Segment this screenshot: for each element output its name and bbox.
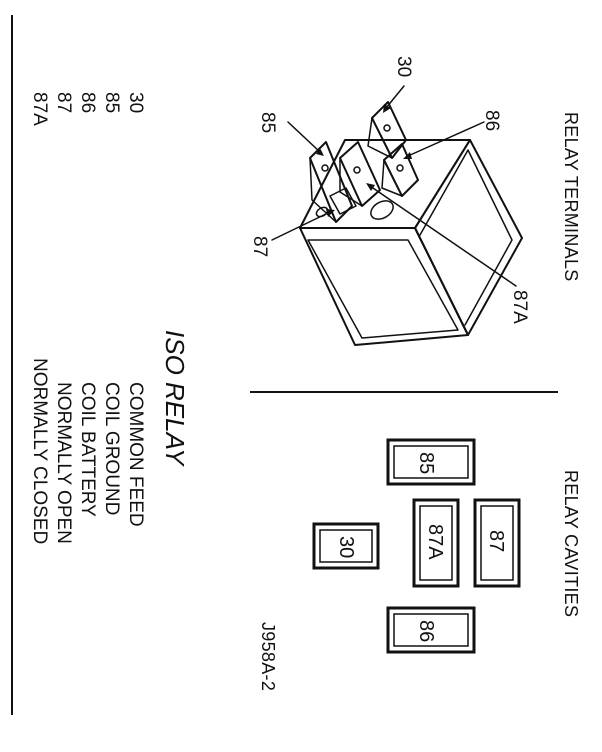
arrowhead-86 <box>403 152 412 159</box>
callout-leaders <box>271 85 517 287</box>
cavity-30-label: 30 <box>335 536 357 558</box>
legend-function-85: COIL GROUND <box>101 382 122 515</box>
cavity-85-label: 85 <box>415 452 437 474</box>
terminal-30-fold <box>367 117 393 159</box>
terminal-87a-blade <box>339 141 381 207</box>
arrowhead-87a <box>366 183 375 191</box>
cavity-87-inner <box>480 505 514 581</box>
terminal-86-fold <box>381 159 403 197</box>
terminal-85-hole <box>321 164 329 172</box>
legend-title: ISO RELAY <box>160 330 190 467</box>
arrowhead-85 <box>316 148 324 156</box>
cavity-86 <box>386 606 476 654</box>
leader-85 <box>287 121 321 153</box>
cavity-87a-label: 87A <box>424 524 446 560</box>
terminal-86-blade <box>383 143 419 197</box>
cavity-30-inner <box>319 529 373 563</box>
legend-terminal-85: 85 <box>101 92 122 113</box>
leader-87 <box>271 211 331 241</box>
terminal-85-blade <box>309 141 353 223</box>
cavity-85-inner <box>393 445 469 479</box>
legend-function-87: NORMALLY OPEN <box>53 382 74 544</box>
relay-cavities-heading: RELAY CAVITIES <box>561 470 581 617</box>
terminal-30-hole <box>383 124 391 132</box>
cavity-87-label: 87 <box>485 530 507 552</box>
figure-id: J958A-2 <box>258 622 278 691</box>
callout-30: 30 <box>393 56 414 77</box>
legend-terminal-30: 30 <box>125 92 146 113</box>
legend-terminal-column: 30 85 86 87 87A <box>29 92 146 126</box>
relay-body <box>299 101 523 346</box>
terminal-30-blade <box>371 101 407 159</box>
cavity-85 <box>386 438 476 486</box>
legend-terminal-86: 86 <box>77 92 98 113</box>
relay-cavities: 85 87 87A 30 86 <box>312 438 521 654</box>
legend-function-column: COMMON FEED COIL GROUND COIL BATTERY NOR… <box>29 358 146 544</box>
legend-terminal-87: 87 <box>53 92 74 113</box>
terminal-87a-hole <box>353 166 361 174</box>
callout-86: 86 <box>481 110 502 131</box>
cavity-30 <box>312 522 380 570</box>
callout-85: 85 <box>257 112 278 133</box>
relay-front-face <box>299 227 469 346</box>
terminal-87a-fold <box>339 157 363 207</box>
cavity-87a-inner <box>419 505 453 581</box>
legend-function-87a: NORMALLY CLOSED <box>29 358 50 544</box>
cavity-86-inner <box>393 613 469 647</box>
relay-terminals-heading: RELAY TERMINALS <box>561 112 581 282</box>
relay-front-bevel <box>307 239 459 339</box>
leader-86 <box>407 121 485 157</box>
relay-side-bevel <box>419 149 513 326</box>
legend-function-86: COIL BATTERY <box>77 382 98 517</box>
arrowhead-30 <box>383 104 391 113</box>
cavity-87 <box>473 498 521 588</box>
cavity-87a <box>412 498 460 588</box>
leader-30 <box>385 85 405 109</box>
terminal-hole <box>370 200 394 220</box>
terminal-86-hole <box>396 164 404 172</box>
legend-function-30: COMMON FEED <box>125 382 146 527</box>
legend-terminal-87a: 87A <box>29 92 50 126</box>
relay-side-face <box>414 139 523 336</box>
terminal-87-stub <box>329 187 357 215</box>
callout-87a: 87A <box>509 290 530 324</box>
arrowhead-87 <box>326 209 335 217</box>
callout-87: 87 <box>249 236 270 257</box>
cavity-86-label: 86 <box>415 620 437 642</box>
leader-87a <box>369 185 517 287</box>
